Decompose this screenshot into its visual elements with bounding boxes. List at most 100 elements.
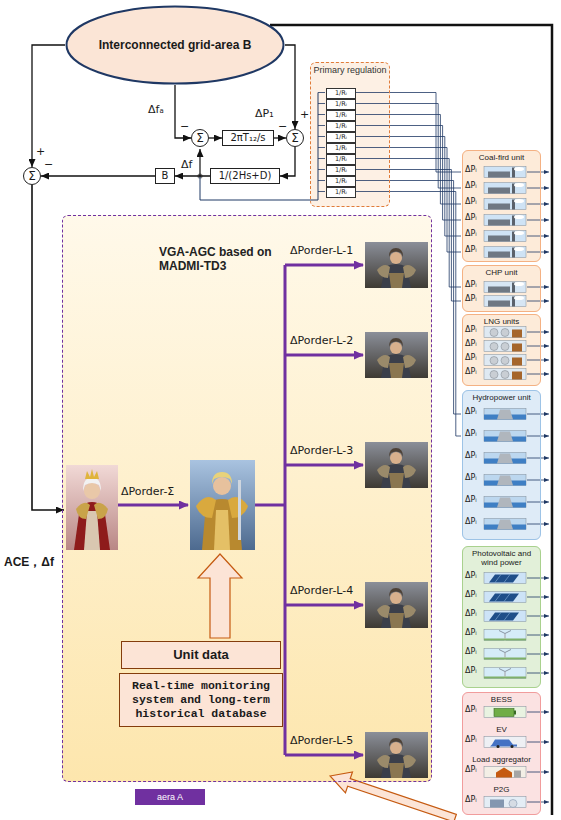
sub-agent-picture <box>365 442 428 488</box>
signal-connector <box>274 137 286 138</box>
panel-ground <box>310 62 390 207</box>
signal-connector <box>280 147 295 176</box>
house <box>496 768 512 778</box>
unit-output-wire <box>527 772 549 773</box>
sum-junction: Σ <box>23 167 41 185</box>
unit-icon <box>484 630 526 641</box>
unit-icon <box>484 649 526 660</box>
unit-output-wire <box>527 287 549 288</box>
label-holder: ΔPᵢ <box>465 610 477 619</box>
unit-signal: ΔPᵢ <box>465 706 477 715</box>
unit-output-wire <box>527 346 549 347</box>
grid-area-ellipse: Interconnected grid-area B <box>65 5 285 85</box>
label-holder: ΔPᵢ <box>465 408 477 417</box>
vga-agc-region: VGA-AGC based on MADMI-TD3Unit dataReal-… <box>62 215 432 782</box>
unit-signal: ΔPᵢ <box>465 736 477 745</box>
unit-icon <box>484 231 526 242</box>
node-text: BESS <box>464 695 539 704</box>
label-holder: ΔPᵢ <box>465 214 477 223</box>
droop-input-wire <box>318 169 325 170</box>
icon-frame <box>484 453 526 464</box>
droop-output-wire <box>355 159 461 288</box>
data-flow-arrow <box>198 554 242 638</box>
node-text: EV <box>464 725 539 734</box>
unit-signal: ΔPᵢ <box>465 295 477 304</box>
unit-signal: ΔPᵢ <box>465 496 477 505</box>
icon-frame <box>484 409 526 420</box>
node-text: LNG units <box>464 317 539 326</box>
text-holder: BESS <box>464 695 539 704</box>
dam <box>497 410 513 420</box>
unit-signal: ΔPᵢ <box>465 281 477 290</box>
signal-connector <box>41 175 155 176</box>
node-text: 1/Rᵢ <box>335 145 347 152</box>
unit-output-wire <box>527 414 549 415</box>
icon-frame <box>484 247 526 258</box>
ground <box>484 677 526 679</box>
panel-ground <box>462 546 541 688</box>
order-signal: ΔPorder-Σ <box>121 486 174 498</box>
panel-ground <box>462 150 541 262</box>
area-tag: aera A <box>135 789 205 805</box>
dam <box>497 520 513 530</box>
unit-output-wire <box>527 220 549 221</box>
icon-frame <box>484 327 526 338</box>
unit-icon <box>484 409 526 420</box>
panel-grid <box>504 594 510 602</box>
label-holder: ΔPᵢ <box>465 295 477 304</box>
unit-signal: ΔPᵢ <box>465 518 477 527</box>
battery-cap <box>514 711 516 715</box>
node-text: Primary regulation <box>313 65 387 75</box>
unit-output-wire <box>527 188 549 189</box>
order-arrow <box>285 464 363 467</box>
label-holder: ΔPorder-Σ <box>121 486 174 498</box>
unit-data-box: Unit data <box>121 641 281 669</box>
ellipse-shape <box>67 7 284 84</box>
unit-signal: ΔPᵢ <box>465 452 477 461</box>
node-text: Coal-fird unit <box>464 153 539 162</box>
unit-output-wire <box>527 635 549 636</box>
panel-ground <box>462 265 541 312</box>
droop-gain-box: 1/Rᵢ <box>326 176 356 187</box>
order-signal: ΔPorder-L-1 <box>290 245 353 257</box>
sub-agent-picture <box>365 332 428 378</box>
gas-plant <box>512 358 522 366</box>
feedback-arrow-shape <box>326 766 458 820</box>
signal-name: ACE，Δf <box>4 556 54 569</box>
unit-icon <box>484 247 526 258</box>
signal-connector <box>209 137 222 138</box>
gas-tank <box>490 329 498 337</box>
icon-frame <box>484 199 526 210</box>
label-holder: + <box>36 146 45 158</box>
building <box>514 771 521 778</box>
unit-icon <box>484 167 526 178</box>
label-holder: ΔPᵢ <box>465 706 477 715</box>
plant-building <box>488 236 510 242</box>
node-text: Load aggregator <box>464 755 539 764</box>
droop-output-wire <box>355 137 461 237</box>
label-holder: ΔPᵢ <box>465 368 477 377</box>
icon-frame <box>484 519 526 530</box>
panel-ground <box>462 692 541 815</box>
unit-signal: ΔPᵢ <box>465 340 477 349</box>
signal-connector <box>285 45 295 129</box>
plant-building <box>488 287 510 293</box>
gas-tank <box>490 357 498 365</box>
plant-smoke <box>514 247 524 251</box>
label-holder: ΔPᵢ <box>465 281 477 290</box>
label-holder: + <box>300 109 309 121</box>
label-holder: ΔPᵢ <box>465 340 477 349</box>
node-text: 1/(2Hs+D) <box>219 171 272 181</box>
icon-frame <box>484 497 526 508</box>
label-holder: ΔPᵢ <box>465 629 477 638</box>
droop-output-wire <box>355 148 461 253</box>
gas-tank <box>490 343 498 351</box>
icon-frame <box>484 797 526 808</box>
sub-agent-picture <box>365 582 428 628</box>
unit-output-wire <box>527 597 549 598</box>
ground <box>484 639 526 641</box>
electrolyser <box>490 800 504 808</box>
node-text: B <box>162 171 169 181</box>
node-text: 1/Rᵢ <box>335 134 347 141</box>
